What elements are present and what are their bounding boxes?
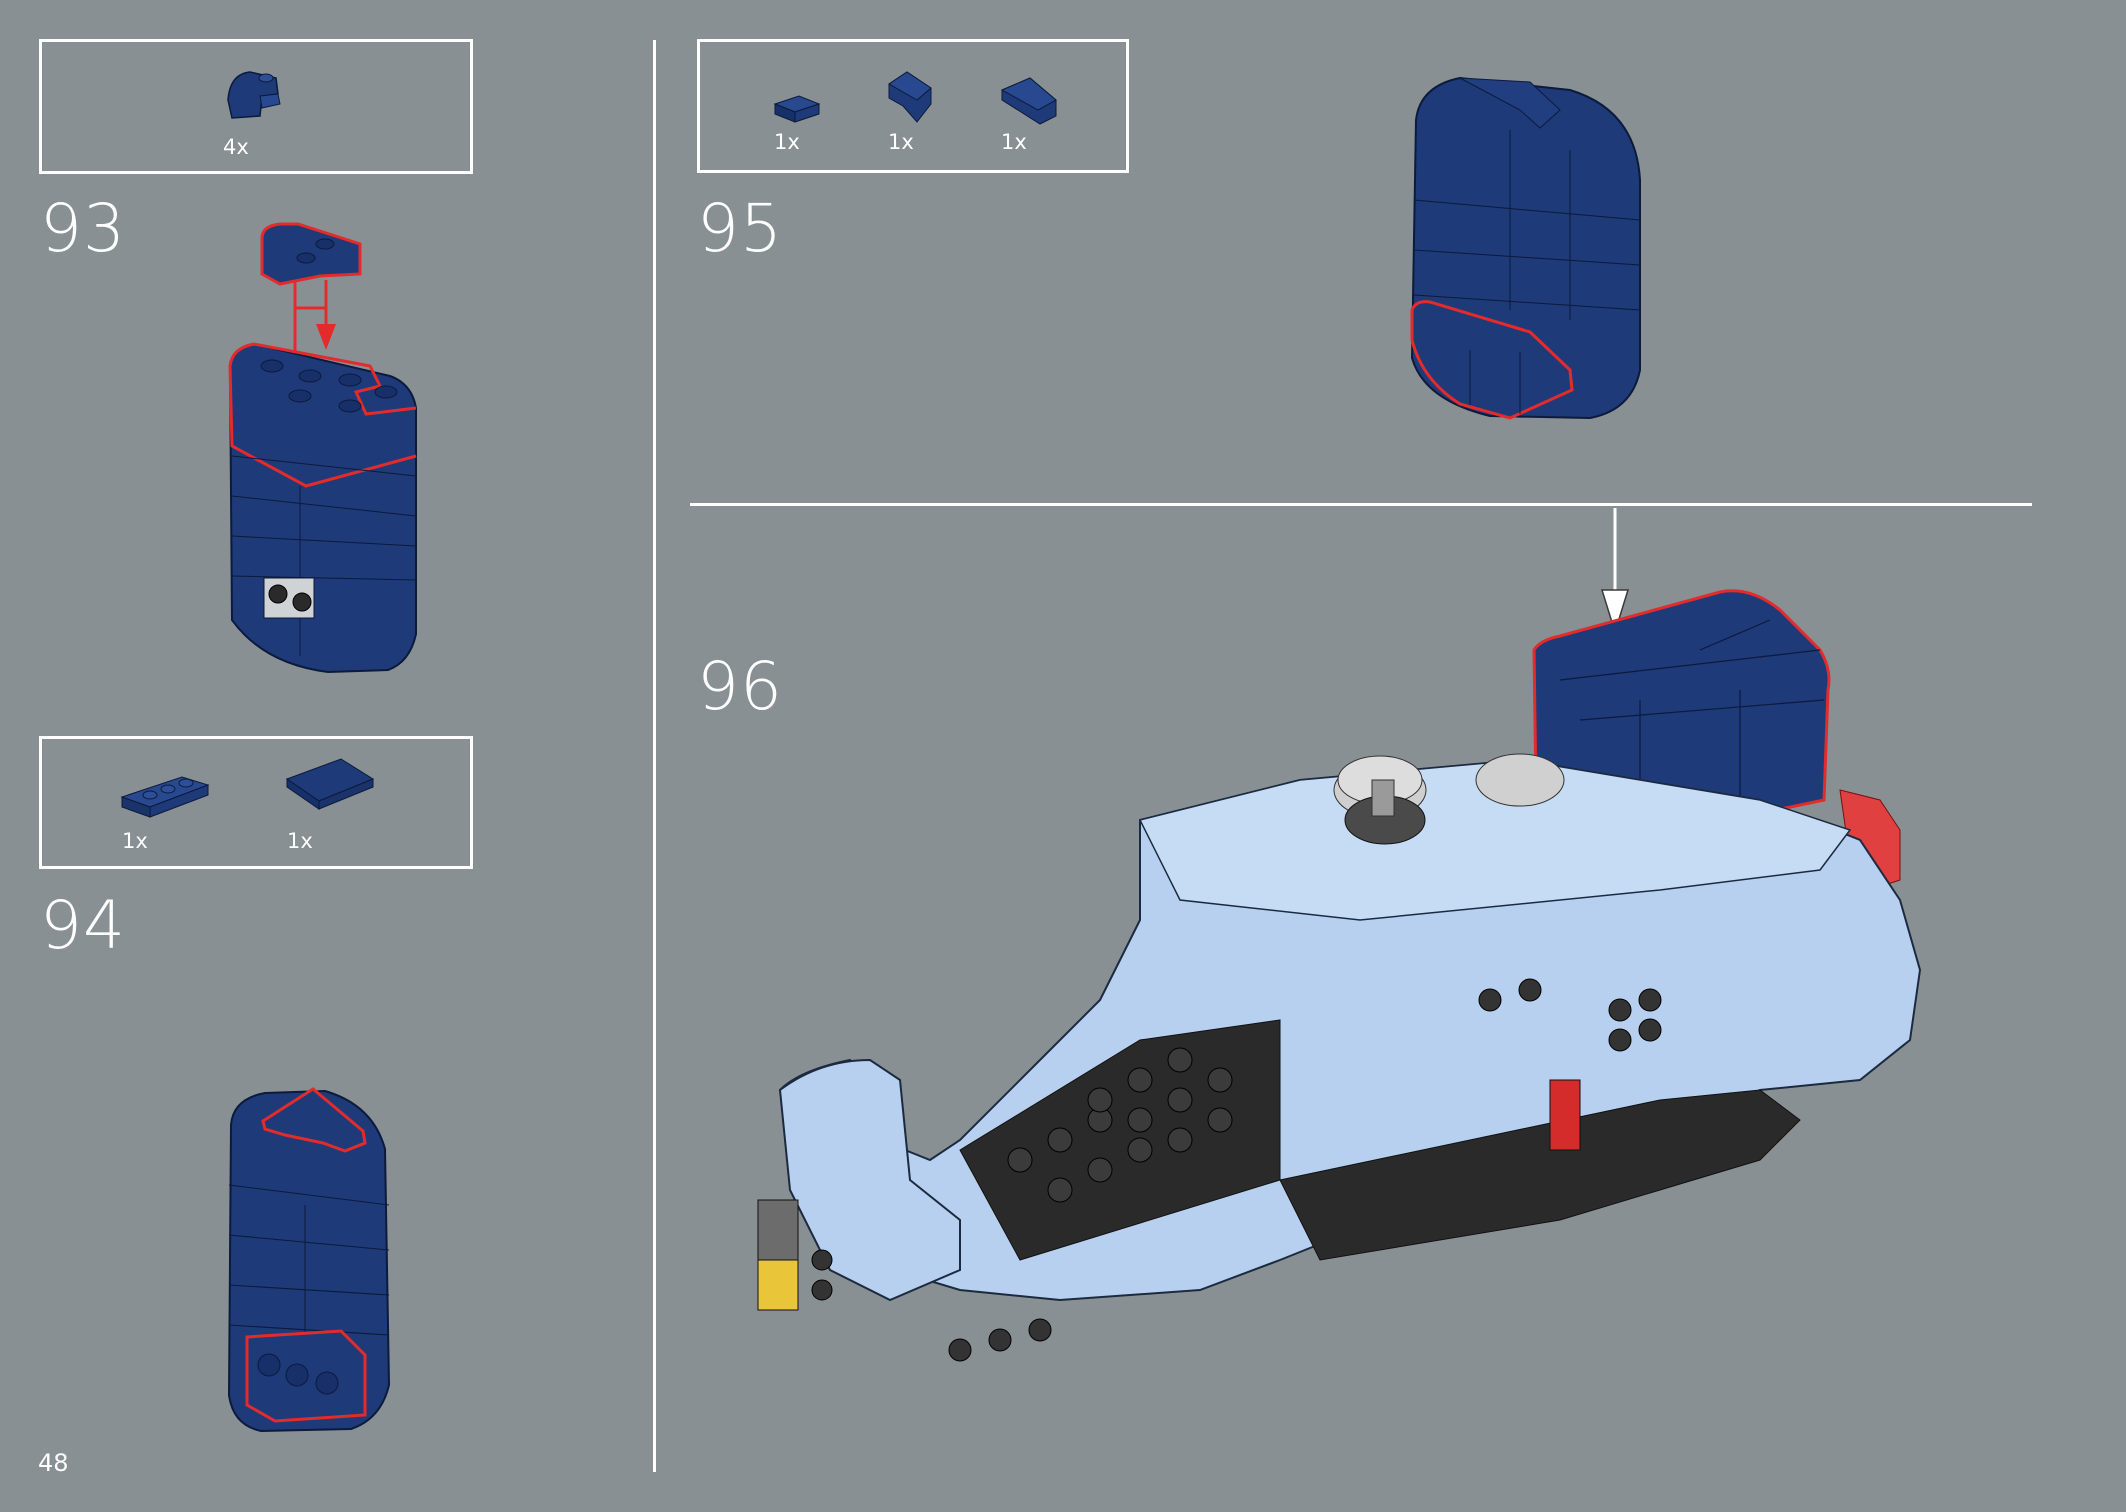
- part-qty: 1x: [774, 130, 800, 154]
- parts-callout-step-95: 1x 1x 1x: [697, 39, 1129, 173]
- step-96-assembly-illustration: [757, 508, 1922, 1362]
- step-number: 93: [40, 190, 126, 267]
- step-93-assembly-illustration: [228, 222, 417, 674]
- parts-callout-step-93: 4x: [39, 39, 473, 174]
- step-number: 94: [40, 887, 126, 964]
- step-number: 96: [697, 648, 783, 725]
- part-qty: 1x: [1001, 130, 1027, 154]
- parts-callout-step-94: 1x 1x: [39, 736, 473, 869]
- step-94-assembly-illustration: [227, 1087, 391, 1433]
- vertical-divider: [653, 40, 656, 1472]
- tile-1x1-part-icon: [773, 95, 821, 123]
- wedge-slope-left-part-icon: [888, 71, 932, 123]
- part-qty: 4x: [223, 135, 249, 159]
- horizontal-divider: [690, 503, 2032, 506]
- plate-1x3-part-icon: [120, 776, 210, 818]
- step-95-assembly-illustration: [1410, 76, 1641, 420]
- part-qty: 1x: [287, 829, 313, 853]
- curved-slope-part-icon: [227, 71, 281, 119]
- part-qty: 1x: [122, 829, 148, 853]
- part-qty: 1x: [888, 130, 914, 154]
- wedge-slope-right-part-icon: [1000, 77, 1057, 125]
- page-number: 48: [38, 1449, 69, 1477]
- tile-2x3-part-icon: [285, 758, 375, 810]
- step-number: 95: [697, 190, 783, 267]
